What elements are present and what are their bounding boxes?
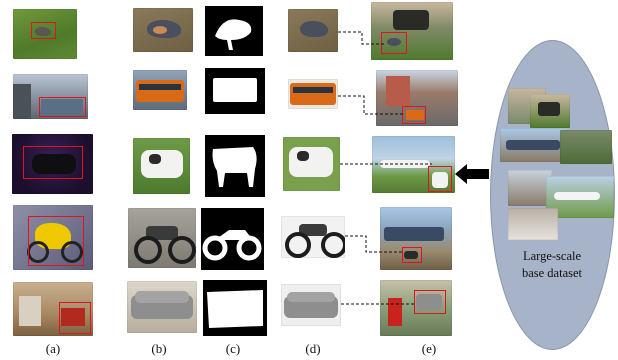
image-b-bus-crop bbox=[133, 70, 187, 110]
dataset-label-line2: base dataset bbox=[521, 266, 583, 280]
image-e-composite-motorcycle bbox=[380, 207, 452, 270]
image-e-composite-bird bbox=[371, 2, 453, 60]
image-d-bird-cutout bbox=[288, 9, 338, 52]
image-a-bus-scene bbox=[13, 74, 88, 119]
image-e-composite-bus bbox=[376, 70, 458, 126]
dataset-label-line1: Large-scale bbox=[522, 249, 582, 263]
motorcycle-mask-shape bbox=[202, 230, 262, 261]
dataset-label: Large-scale base dataset bbox=[497, 248, 607, 282]
dataset-thumb-garden bbox=[560, 130, 612, 164]
image-a-sofa-scene bbox=[13, 282, 93, 336]
cow-mask-shape bbox=[212, 147, 257, 187]
column-label-e: (e) bbox=[421, 341, 437, 356]
image-d-motorcycle-cutout bbox=[281, 216, 345, 258]
connector-motorcycle bbox=[345, 235, 402, 253]
bird-mask-shape bbox=[215, 19, 252, 50]
mask-c-cow bbox=[205, 135, 265, 197]
image-d-bus-cutout bbox=[288, 79, 338, 109]
image-e-composite-sofa bbox=[380, 280, 452, 336]
image-a-cow-scene bbox=[12, 134, 93, 194]
sofa-mask-shape bbox=[207, 290, 263, 328]
left-arrow-icon bbox=[455, 164, 489, 184]
image-b-motorcycle-crop bbox=[128, 208, 196, 268]
connector-bird bbox=[338, 31, 385, 45]
mask-c-bird bbox=[205, 6, 263, 56]
image-d-cow-cutout bbox=[283, 137, 340, 191]
image-a-motorcycle-scene bbox=[13, 205, 93, 270]
column-label-a: (a) bbox=[45, 341, 61, 356]
dataset-thumb-train bbox=[500, 128, 568, 162]
image-d-sofa-cutout bbox=[281, 284, 341, 326]
column-label-c: (c) bbox=[225, 341, 241, 356]
image-b-bird-crop bbox=[133, 8, 193, 52]
mask-c-sofa bbox=[203, 280, 267, 336]
image-b-cow-crop bbox=[133, 138, 190, 194]
column-label-b: (b) bbox=[151, 341, 167, 356]
dataset-thumb-animal bbox=[508, 208, 558, 240]
mask-c-bus bbox=[205, 68, 265, 114]
bus-mask-shape bbox=[213, 78, 257, 102]
column-label-d: (d) bbox=[305, 341, 321, 356]
image-b-sofa-crop bbox=[127, 281, 197, 333]
dataset-thumb-buildings bbox=[508, 170, 552, 206]
mask-c-motorcycle bbox=[201, 208, 264, 270]
connector-bus bbox=[338, 95, 405, 115]
dataset-thumb-vintage-car bbox=[530, 94, 570, 128]
image-a-bird-scene bbox=[13, 9, 77, 59]
